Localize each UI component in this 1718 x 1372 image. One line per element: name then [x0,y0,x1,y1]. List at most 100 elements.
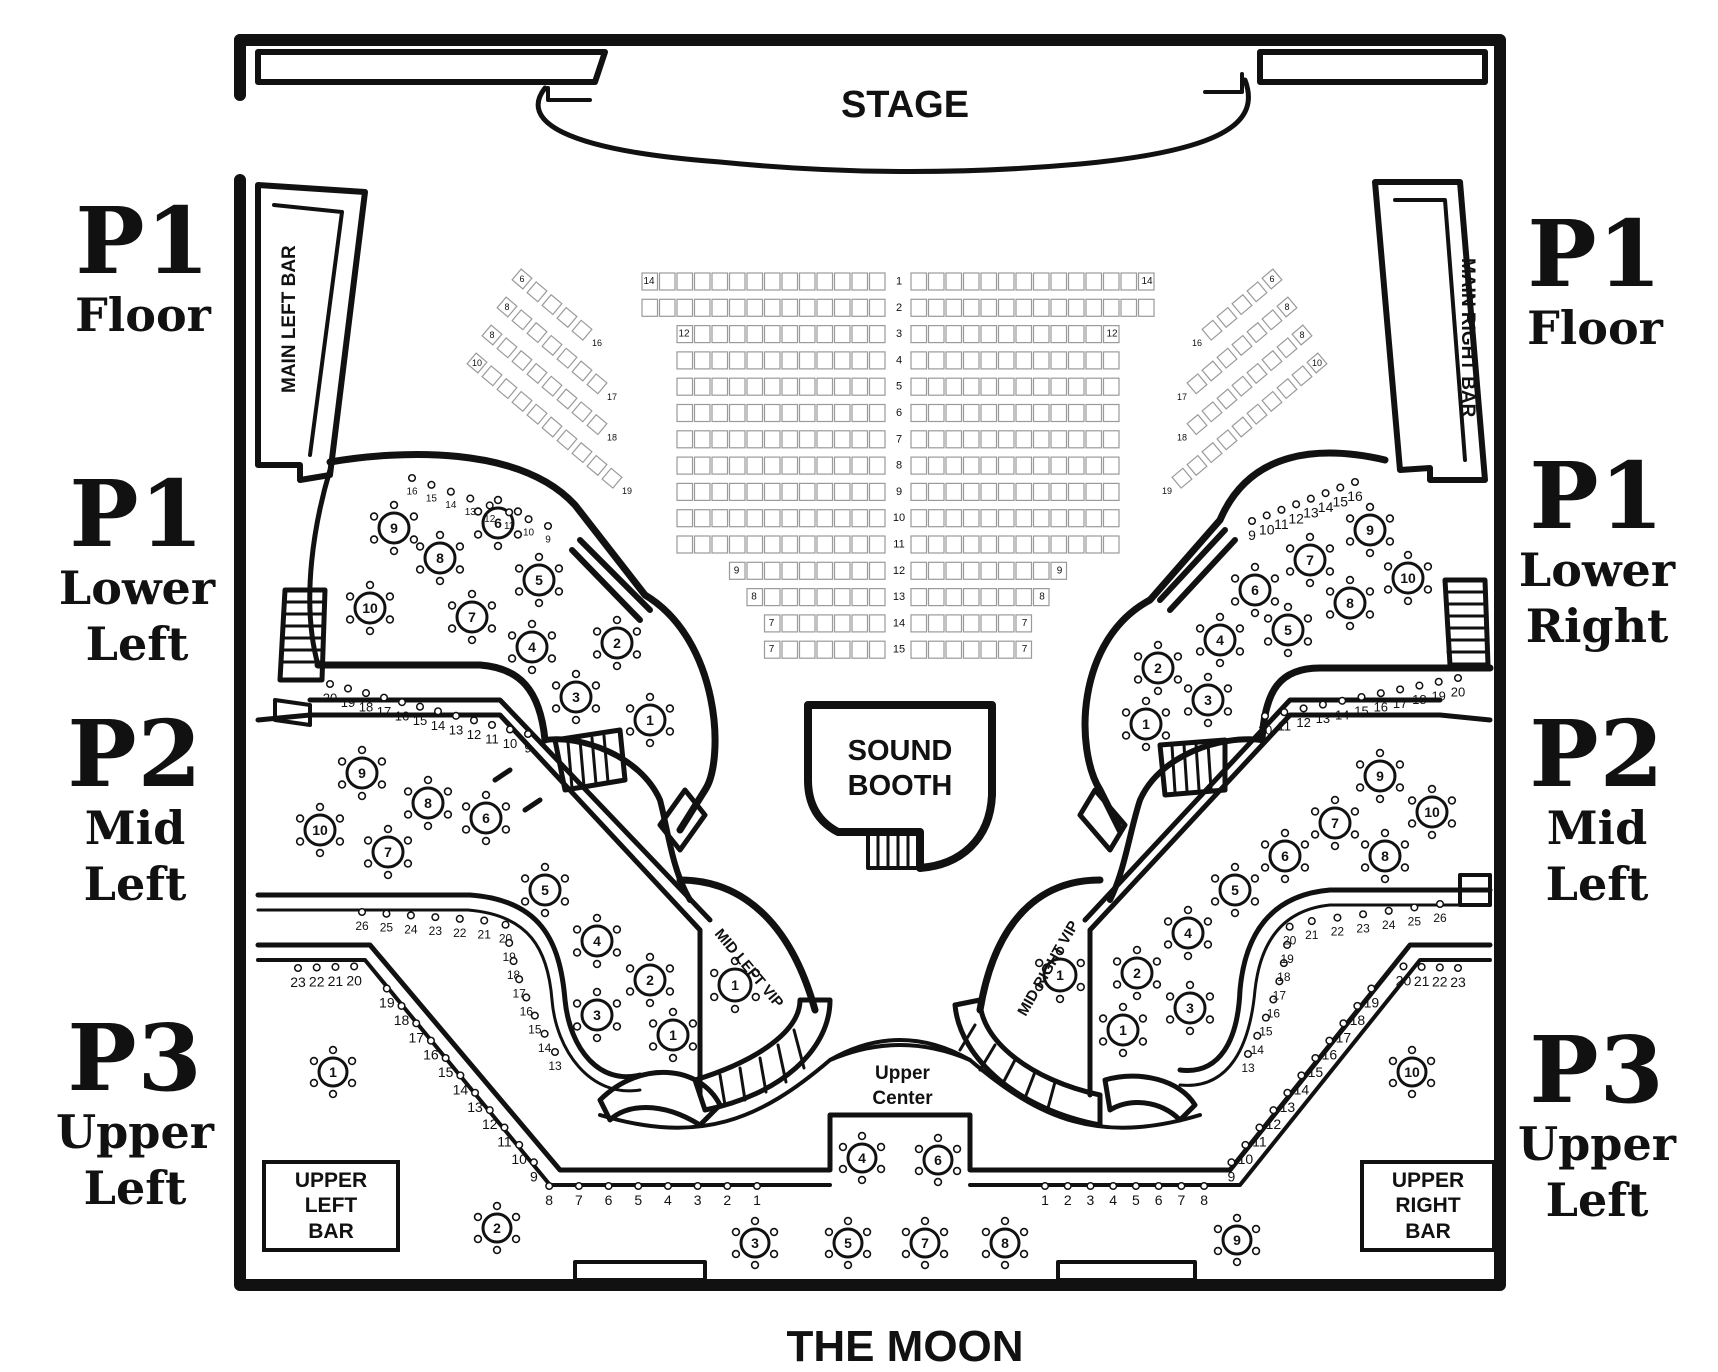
table-chair[interactable] [507,654,517,663]
table-chair[interactable] [1055,946,1065,956]
floor-seat[interactable] [910,430,928,449]
table-chair[interactable] [1400,840,1410,849]
floor-seat[interactable] [711,272,729,291]
table-chair[interactable] [1133,652,1143,661]
floor-seat[interactable] [816,377,834,396]
side-floor-seat[interactable] [1291,324,1313,346]
rail-seat[interactable] [1154,1181,1163,1191]
table-chair[interactable] [914,1144,924,1154]
floor-seat[interactable] [816,509,834,528]
floor-seat[interactable] [781,509,799,528]
side-floor-seat[interactable] [1261,309,1283,331]
floor-seat[interactable] [711,482,729,501]
floor-seat[interactable] [763,456,781,475]
side-floor-seat[interactable] [511,390,533,413]
floor-seat[interactable] [711,430,729,449]
table-chair[interactable] [1098,1014,1108,1023]
floor-seat[interactable] [927,430,945,449]
table-chair[interactable] [857,1175,867,1185]
table[interactable]: 4 [572,913,622,969]
rail-seat[interactable] [1353,1001,1362,1010]
rail-seat[interactable] [485,501,494,510]
table[interactable]: 9 [369,500,419,556]
side-floor-seat[interactable] [1231,416,1253,438]
side-floor-seat[interactable] [1261,390,1283,413]
floor-seat[interactable] [763,587,781,607]
floor-seat[interactable] [962,482,980,501]
table-chair[interactable] [492,1201,502,1211]
rail-seat[interactable] [382,909,391,918]
floor-seat[interactable] [945,535,963,554]
table-chair[interactable] [1251,1246,1261,1256]
floor-seat[interactable] [927,456,945,475]
table-chair[interactable] [688,1019,698,1028]
floor-seat[interactable] [1102,430,1120,449]
table-chair[interactable] [403,836,413,845]
side-floor-seat[interactable] [1276,296,1298,318]
floor-seat[interactable] [868,403,886,423]
floor-seat[interactable] [711,377,729,396]
floor-seat[interactable] [746,587,764,607]
floor-seat[interactable] [910,509,928,528]
rail-seat[interactable] [361,689,371,698]
floor-seat[interactable] [980,325,998,344]
floor-seat[interactable] [728,482,746,501]
table[interactable]: 8 [1325,575,1375,631]
rail-seat[interactable] [1339,1019,1348,1028]
table[interactable]: 10 [1383,550,1433,606]
table-chair[interactable] [554,587,564,596]
floor-seat[interactable] [728,403,746,423]
floor-seat[interactable] [746,377,764,396]
floor-seat[interactable] [1015,561,1033,580]
floor-seat[interactable] [1102,377,1120,396]
table-chair[interactable] [1310,807,1320,816]
floor-seat[interactable] [1085,403,1103,423]
floor-seat[interactable] [962,561,980,580]
floor-seat[interactable] [728,535,746,554]
rail-seat[interactable] [1338,696,1347,705]
table-chair[interactable] [1355,783,1365,792]
table-chair[interactable] [295,837,305,846]
table-chair[interactable] [403,787,413,796]
floor-seat[interactable] [945,325,963,344]
table-chair[interactable] [513,507,523,516]
side-floor-seat[interactable] [1291,365,1313,387]
floor-seat[interactable] [728,430,746,449]
side-floor-seat[interactable] [496,296,518,318]
floor-seat[interactable] [980,298,998,317]
table-chair[interactable] [347,1056,357,1066]
floor-seat[interactable] [1015,298,1033,317]
floor-seat[interactable] [1050,298,1068,317]
floor-seat[interactable] [980,351,998,370]
table-chair[interactable] [1407,1045,1417,1055]
table-chair[interactable] [592,650,602,659]
rail-seat[interactable] [407,473,417,483]
floor-seat[interactable] [851,456,869,475]
rail-seat[interactable] [550,1047,560,1057]
floor-seat[interactable] [1050,325,1068,344]
table-chair[interactable] [981,1249,991,1259]
rail-seat[interactable] [1243,1049,1253,1059]
rail-seat[interactable] [1359,910,1368,919]
floor-seat[interactable] [1015,403,1033,423]
floor-seat[interactable] [658,298,676,317]
floor-seat[interactable] [1050,482,1068,501]
floor-seat[interactable] [746,298,764,317]
floor-seat[interactable] [997,587,1015,607]
table-chair[interactable] [1260,863,1270,872]
floor-seat[interactable] [927,535,945,554]
rail-seat[interactable] [446,487,455,496]
table-chair[interactable] [385,592,395,601]
floor-seat[interactable] [781,456,799,475]
floor-seat[interactable] [798,535,816,554]
floor-seat[interactable] [1032,377,1050,396]
table-chair[interactable] [435,530,445,540]
rail-seat[interactable] [433,707,443,716]
rail-seat[interactable] [524,515,533,524]
side-floor-seat[interactable] [1201,319,1223,341]
table-chair[interactable] [461,825,471,834]
floor-seat[interactable] [711,403,729,423]
table-chair[interactable] [377,757,387,766]
floor-seat[interactable] [868,509,886,528]
floor-seat[interactable] [1032,535,1050,554]
